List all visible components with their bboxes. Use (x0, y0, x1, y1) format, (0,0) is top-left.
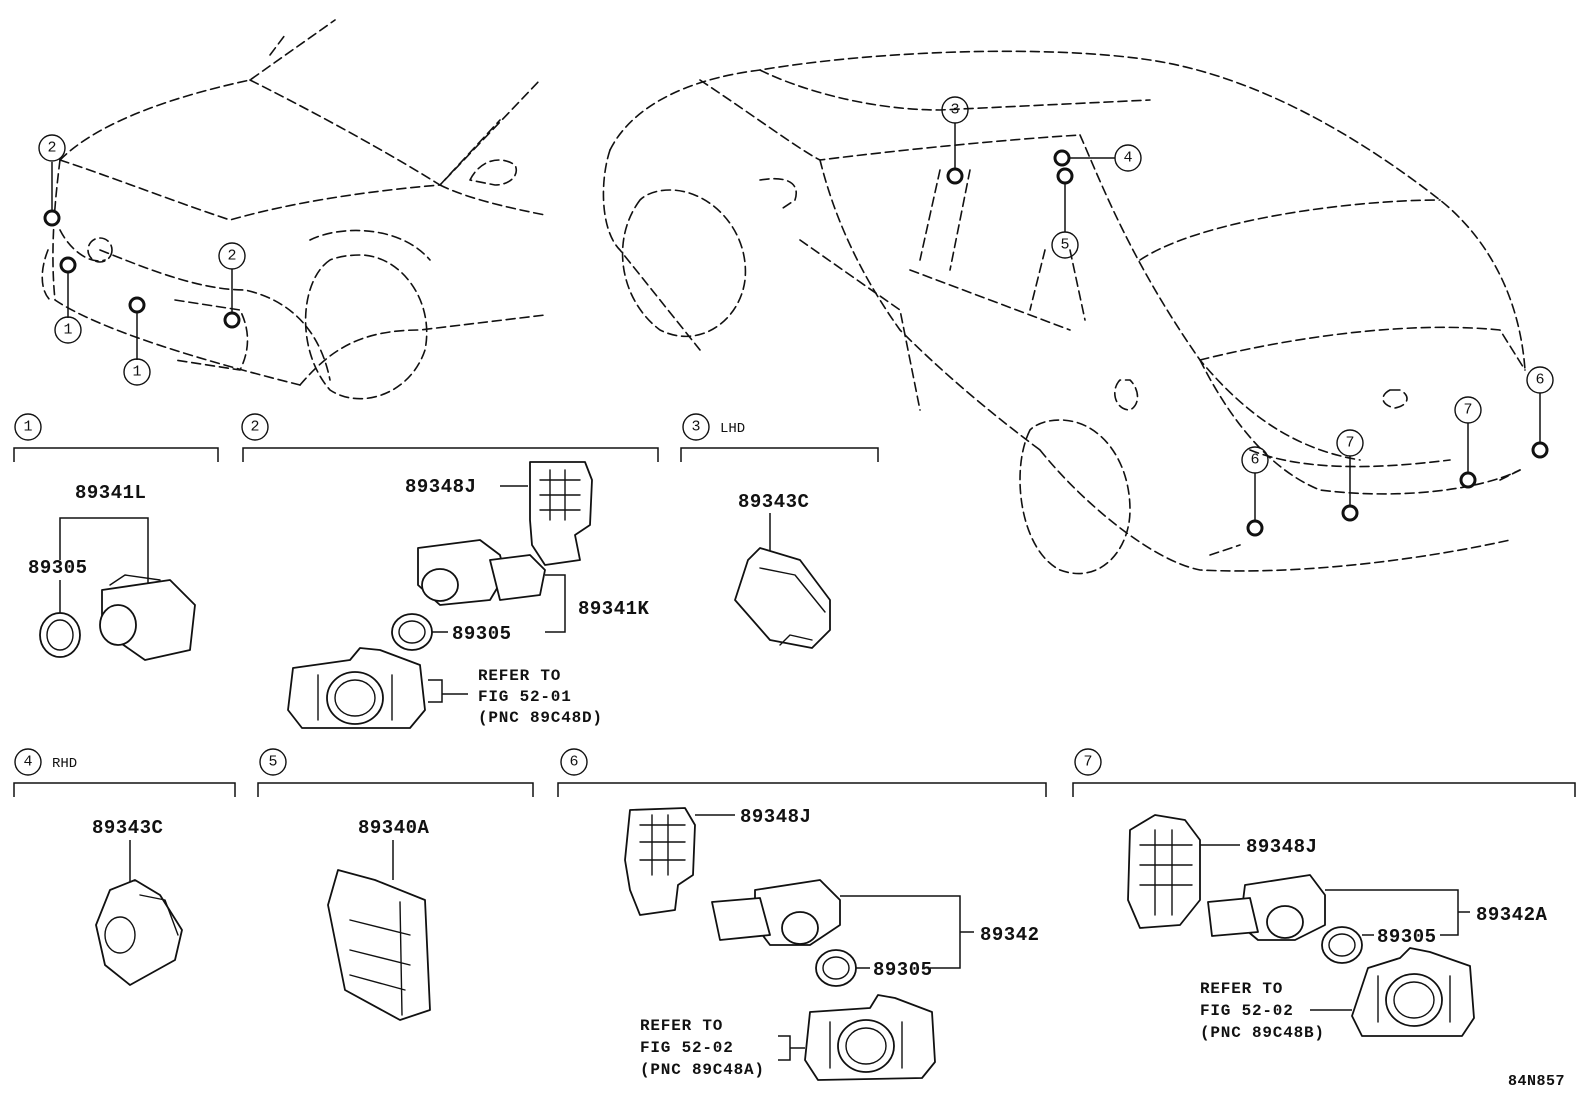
refer-s7-line2: FIG 52-02 (1200, 1002, 1294, 1020)
refer-s6-line3: (PNC 89C48A) (640, 1061, 765, 1079)
refer-s2-line3: (PNC 89C48D) (478, 709, 603, 727)
refer-s2-line2: FIG 52-01 (478, 688, 572, 706)
part-89305-s1: 89305 (28, 557, 88, 579)
part-89342A: 89342A (1476, 904, 1548, 926)
svg-text:3: 3 (691, 419, 700, 436)
part-89305-s2: 89305 (452, 623, 512, 645)
svg-text:7: 7 (1083, 754, 1092, 771)
part-89348J-s6: 89348J (740, 806, 811, 828)
svg-text:5: 5 (268, 754, 277, 771)
section-2-parts: 89348J 89341K 89305 REFER TO FIG 52-01 (… (287, 461, 650, 729)
callout-4: 4 (1123, 150, 1132, 167)
part-89343C-s3: 89343C (738, 491, 809, 513)
section-5-header: 5 (257, 748, 534, 797)
part-89341K: 89341K (578, 598, 650, 620)
section-6-parts: 89348J 89342 89305 REFER TO FIG 52-02 (P… (624, 806, 1040, 1081)
svg-text:1: 1 (23, 419, 32, 436)
car-callouts: 2 1 1 2 3 4 5 6 7 7 (38, 96, 1554, 537)
callout-7-rear-right: 7 (1463, 402, 1472, 419)
callout-7-rear-center: 7 (1345, 435, 1354, 452)
callout-6-rear-left: 6 (1250, 452, 1259, 469)
refer-s6-line1: REFER TO (640, 1017, 723, 1035)
part-89340A: 89340A (358, 817, 430, 839)
callout-2-front-left: 2 (47, 140, 56, 157)
refer-s7-line3: (PNC 89C48B) (1200, 1024, 1325, 1042)
refer-s2-line1: REFER TO (478, 667, 561, 685)
callout-6-rear-right: 6 (1535, 372, 1544, 389)
section-3-label: LHD (720, 421, 745, 437)
section-1-parts: 89341L 89305 (28, 482, 196, 661)
svg-text:6: 6 (569, 754, 578, 771)
callout-1-front-left: 1 (63, 322, 72, 339)
callout-2-front-center: 2 (227, 248, 236, 265)
section-3-header: 3 LHD (680, 413, 879, 462)
callout-1-front-center: 1 (132, 364, 141, 381)
refer-s7-line1: REFER TO (1200, 980, 1283, 998)
section-4-label: RHD (52, 756, 77, 772)
section-1-header: 1 (13, 413, 219, 462)
svg-text:4: 4 (23, 754, 32, 771)
section-7-header: 7 (1072, 748, 1576, 797)
svg-text:2: 2 (250, 419, 259, 436)
part-89341L: 89341L (75, 482, 146, 504)
section-7-parts: 89348J 89342A 89305 REFER TO FIG 52-02 (… (1127, 814, 1548, 1042)
section-6-header: 6 (557, 748, 1047, 797)
section-4-parts: 89343C (92, 817, 183, 986)
section-3-parts: 89343C (734, 491, 831, 649)
callout-3: 3 (950, 102, 959, 119)
part-89343C-s4: 89343C (92, 817, 163, 839)
diagram-code: 84N857 (1508, 1073, 1565, 1090)
part-89348J-s7: 89348J (1246, 836, 1317, 858)
section-5-parts: 89340A (327, 817, 431, 1021)
front-car-illustration (41, 19, 546, 400)
section-4-header: 4 RHD (13, 748, 236, 797)
callout-5: 5 (1060, 237, 1069, 254)
section-2-header: 2 (241, 413, 659, 462)
part-89342: 89342 (980, 924, 1040, 946)
refer-s6-line2: FIG 52-02 (640, 1039, 734, 1057)
part-89305-s6: 89305 (873, 959, 933, 981)
part-89348J-s2: 89348J (405, 476, 476, 498)
rear-car-illustration (602, 50, 1526, 575)
part-89305-s7: 89305 (1377, 926, 1437, 948)
